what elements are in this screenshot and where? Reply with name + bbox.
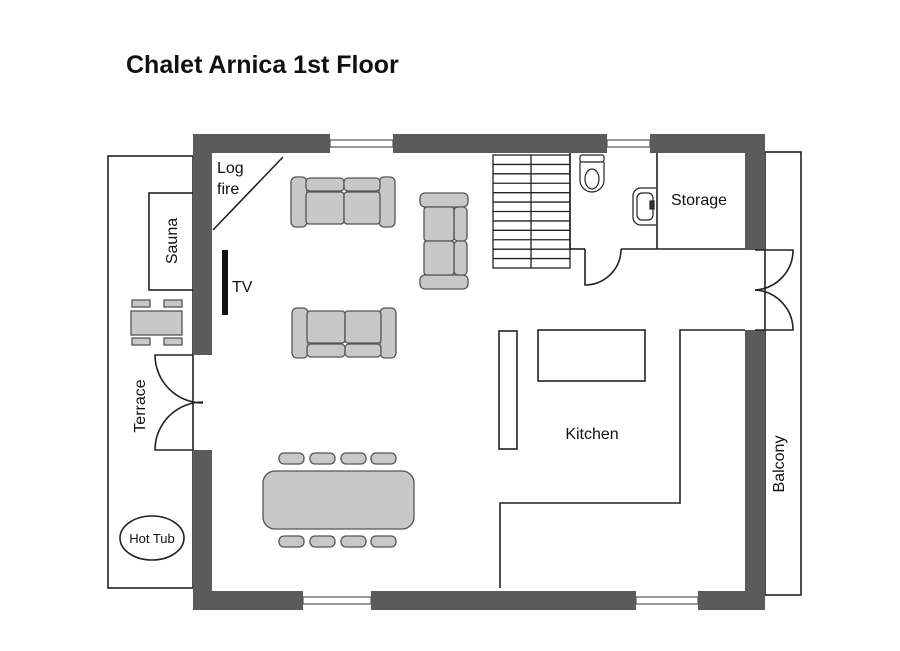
dining-table [262,452,415,548]
sauna-label: Sauna [164,218,181,264]
sofa-top [290,176,396,228]
balcony-outline [764,151,802,596]
sofa-right [419,192,469,290]
log-fire-label-2: fire [217,181,239,198]
hot-tub-label: Hot Tub [129,531,175,546]
plan-title: Chalet Arnica 1st Floor [126,51,399,79]
toilet-icon [579,154,605,193]
kitchen-label: Kitchen [565,426,618,443]
terrace-table [130,299,183,346]
terrace-door[interactable] [154,354,204,451]
tv-unit [222,250,228,315]
tv-label: TV [232,279,253,296]
kitchen-island [537,329,646,382]
storage-label: Storage [671,192,727,209]
sofa-bottom [291,307,397,359]
balcony-label: Balcony [771,436,788,493]
log-fire-label: Log [217,160,244,177]
sauna-room [148,192,194,291]
terrace-label: Terrace [132,379,149,432]
sink-icon [632,187,656,226]
staircase [492,154,571,269]
kitchen-counter [498,330,518,450]
exterior-walls [193,134,765,610]
windows [302,139,699,605]
terrace-outline [107,155,194,589]
hot-tub [119,515,185,561]
balcony-door[interactable] [754,249,794,331]
